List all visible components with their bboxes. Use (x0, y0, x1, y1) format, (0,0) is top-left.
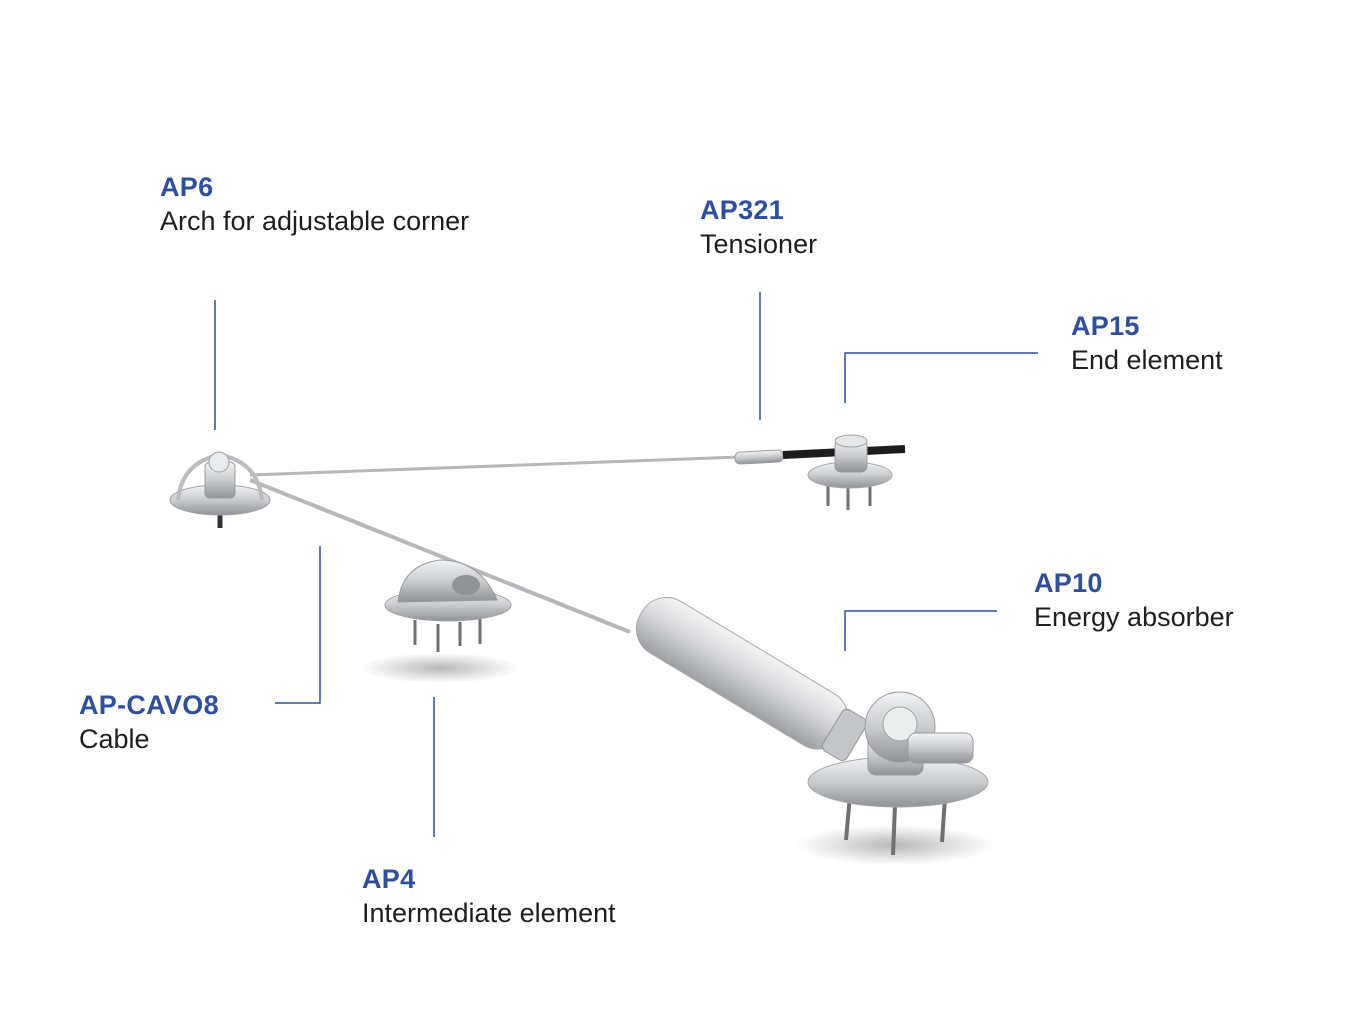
corner-arch (169, 451, 271, 528)
component-code: AP-CAVO8 (79, 690, 219, 720)
leader-ap-cavo8 (275, 546, 321, 704)
leader-ap15 (844, 352, 1038, 403)
label-ap4: AP4 Intermediate element (362, 862, 616, 930)
component-code: AP15 (1071, 311, 1140, 341)
label-ap-cavo8: AP-CAVO8 Cable (79, 688, 219, 756)
component-code: AP4 (362, 864, 416, 894)
label-ap10: AP10 Energy absorber (1034, 566, 1234, 634)
intermediate-element (384, 559, 512, 652)
cable-top (249, 455, 741, 477)
leader-ap10 (844, 610, 997, 651)
label-ap6: AP6 Arch for adjustable corner (160, 170, 469, 238)
component-name: Intermediate element (362, 898, 616, 928)
energy-absorber (635, 596, 989, 856)
component-name: End element (1071, 345, 1223, 375)
intermediate-shadow (360, 653, 520, 683)
component-name: Arch for adjustable corner (160, 206, 470, 236)
label-ap15: AP15 End element (1071, 309, 1223, 377)
leader-lines (214, 292, 1038, 837)
component-code: AP6 (160, 172, 214, 202)
component-code: AP10 (1034, 568, 1103, 598)
component-name: Cable (79, 724, 150, 754)
component-name: Energy absorber (1034, 602, 1234, 632)
cable-diagonal (249, 478, 631, 634)
label-ap321: AP321 Tensioner (700, 193, 817, 261)
tensioner (734, 445, 906, 465)
end-element (807, 434, 893, 510)
component-name: Tensioner (700, 229, 818, 259)
component-code: AP321 (700, 195, 785, 225)
